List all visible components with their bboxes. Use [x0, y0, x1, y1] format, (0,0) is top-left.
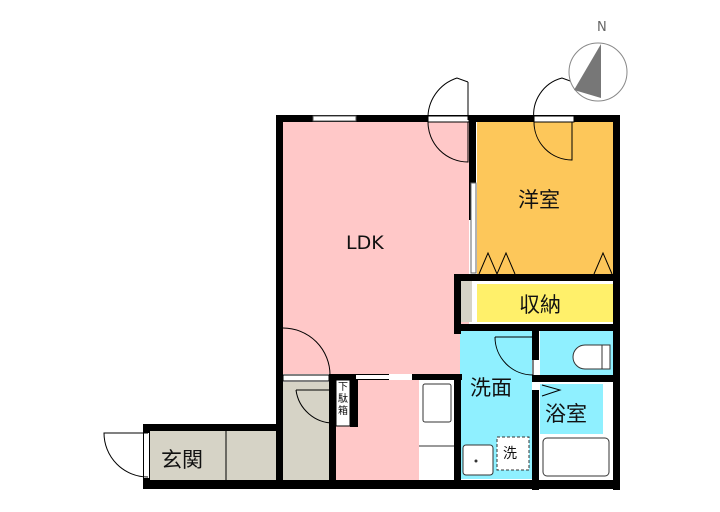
washer-space-label: 洗 — [503, 446, 517, 462]
room-storage-label: 収納 — [519, 293, 561, 317]
room-washroom-label: 洗面 — [470, 376, 512, 400]
shoe-box-label: 下駄箱 — [338, 382, 348, 417]
room-western-label: 洋室 — [518, 188, 560, 212]
compass-north-label: N — [597, 20, 607, 35]
room-ldk-label: LDK — [346, 232, 384, 254]
room-entrance-label: 玄関 — [161, 448, 203, 472]
room-bathroom-label: 浴室 — [545, 402, 587, 426]
